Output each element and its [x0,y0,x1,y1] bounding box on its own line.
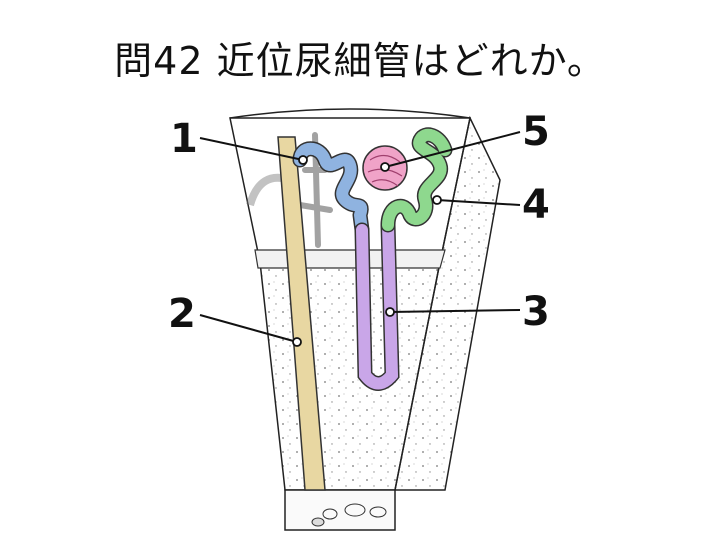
vessel-section [322,508,338,520]
marker-1 [298,155,308,165]
marker-4 [432,195,442,205]
marker-3 [385,307,395,317]
marker-2 [292,337,302,347]
top-edge [229,108,471,119]
marker-5 [380,162,390,172]
label-leaders [199,131,521,347]
leader-line-1 [199,137,304,161]
label-4: 4 [522,182,550,228]
label-3: 3 [522,289,550,335]
question-title: 問42 近位尿細管はどれか。 [114,39,606,83]
distal-tubule-fill [382,128,451,231]
leader-line-3 [389,309,521,313]
proximal-tubule-fill [294,142,368,236]
vessel-section [369,506,387,518]
loop-of-henle-fill [356,219,399,390]
leader-line-2 [199,314,298,343]
label-5: 5 [522,109,550,155]
bottom-face [284,489,396,531]
label-2: 2 [168,291,196,337]
label-1: 1 [170,116,198,162]
vessel-section [344,503,366,517]
leader-line-5 [384,131,521,168]
vessel-section [311,517,325,527]
collecting-duct [277,136,326,491]
side-face [394,115,501,491]
leader-line-4 [436,199,521,206]
corticomedullary-band [254,249,446,269]
